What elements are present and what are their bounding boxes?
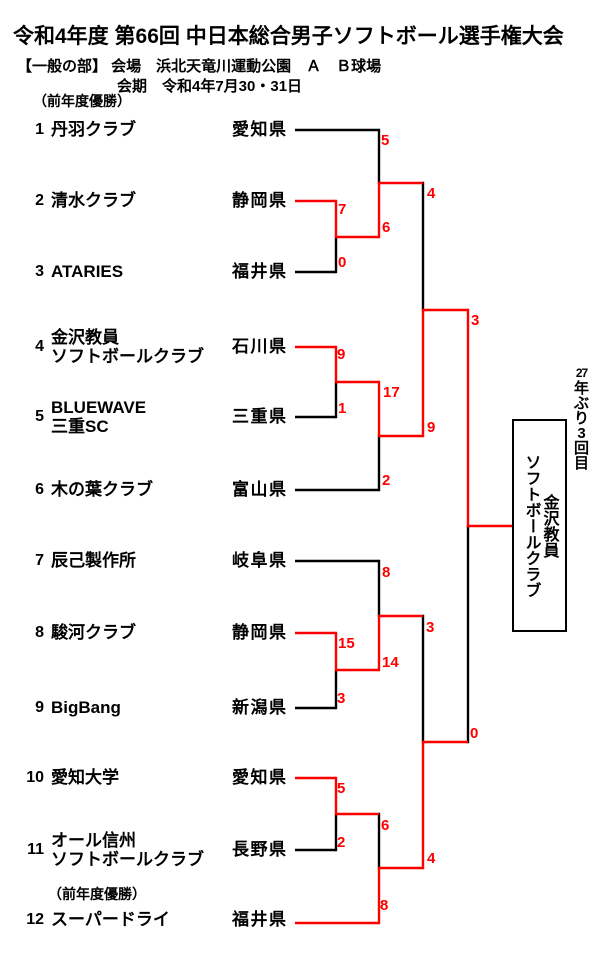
champion-name-line1: 金沢教員 xyxy=(540,493,558,558)
prev-champion-note-top: （前年度優勝） xyxy=(33,93,131,109)
champion-name-line2: ソフトボールクラブ xyxy=(522,453,540,598)
note-char-27: 27 xyxy=(575,366,588,380)
team-3-number: 3 xyxy=(35,263,44,280)
team-4-number: 4 xyxy=(35,338,44,355)
team-1-prefecture: 愛知県 xyxy=(232,120,288,139)
note-char-1: 年 xyxy=(573,380,589,397)
team-3-name: ATARIES xyxy=(51,262,124,281)
team-4-prefecture: 石川県 xyxy=(232,337,288,356)
score-qf4-bottom: 8 xyxy=(380,897,389,914)
score-r1d-bottom: 2 xyxy=(337,834,346,851)
score-qf2-top: 17 xyxy=(383,384,400,401)
team-6-number: 6 xyxy=(35,481,44,498)
score-sf1-top: 4 xyxy=(427,185,436,202)
team-7-number: 7 xyxy=(35,552,44,569)
score-qf1-bottom: 6 xyxy=(382,219,391,236)
team-6-prefecture: 富山県 xyxy=(232,480,288,499)
team-2-name: 清水クラブ xyxy=(51,191,136,210)
score-r1b-top: 9 xyxy=(337,346,346,363)
score-qf2-bottom: 2 xyxy=(382,472,391,489)
note-char-6: 目 xyxy=(573,455,589,472)
team-5-prefecture: 三重県 xyxy=(232,407,288,426)
score-r1b-bottom: 1 xyxy=(338,400,347,417)
note-char-5: 回 xyxy=(573,440,589,457)
score-r1d-top: 5 xyxy=(337,780,346,797)
team-11-name-line1: オール信州 xyxy=(51,831,136,850)
team-10-number: 10 xyxy=(26,769,44,786)
dates-line: 会期 令和4年7月30・31日 xyxy=(117,78,303,95)
score-r1a-top: 7 xyxy=(338,201,347,218)
team-7-name: 辰己製作所 xyxy=(51,551,136,570)
champion-box: 金沢教員 ソフトボールクラブ xyxy=(512,419,567,632)
team-12-name: スーパードライ xyxy=(51,910,170,929)
team-12-prefecture: 福井県 xyxy=(232,910,288,929)
team-5-name-line2: 三重SC xyxy=(51,417,109,436)
team-9-number: 9 xyxy=(35,699,44,716)
score-qf3-bottom: 14 xyxy=(382,654,399,671)
score-r1c-top: 15 xyxy=(338,635,355,652)
team-2-prefecture: 静岡県 xyxy=(232,191,288,210)
score-r1c-bottom: 3 xyxy=(337,690,346,707)
team-10-prefecture: 愛知県 xyxy=(232,768,288,787)
score-qf4-top: 6 xyxy=(381,817,390,834)
team-5-number: 5 xyxy=(35,408,44,425)
team-11-name-line2: ソフトボールクラブ xyxy=(51,850,204,869)
note-char-3: り xyxy=(573,410,589,427)
team-9-name: BigBang xyxy=(51,698,121,717)
score-qf3-top: 8 xyxy=(382,564,391,581)
team-5-name-line1: BLUEWAVE xyxy=(51,398,147,417)
note-char-4: 3 xyxy=(577,425,586,442)
score-final-bottom: 0 xyxy=(470,725,479,742)
champion-title-count-note: 27 年 ぶ り 3 回 目 xyxy=(572,366,591,471)
score-sf2-bottom: 4 xyxy=(427,850,436,867)
team-11-number: 11 xyxy=(27,841,44,858)
division-venue-line: 【一般の部】 会場 浜北天竜川運動公園 Ａ Ｂ球場 xyxy=(17,58,382,75)
team-8-name: 駿河クラブ xyxy=(51,623,136,642)
team-9-prefecture: 新潟県 xyxy=(232,698,288,717)
score-sf1-bottom: 9 xyxy=(427,419,436,436)
champion-name: 金沢教員 ソフトボールクラブ xyxy=(522,424,558,627)
team-3-prefecture: 福井県 xyxy=(232,262,288,281)
team-8-prefecture: 静岡県 xyxy=(232,623,288,642)
team-6-name: 木の葉クラブ xyxy=(51,480,153,499)
team-1-name: 丹羽クラブ xyxy=(51,120,136,139)
team-7-prefecture: 岐阜県 xyxy=(232,551,288,570)
team-4-name-line2: ソフトボールクラブ xyxy=(51,347,204,366)
score-sf2-top: 3 xyxy=(426,619,435,636)
score-r1a-bottom: 0 xyxy=(338,254,347,271)
score-qf1-top: 5 xyxy=(381,132,390,149)
team-2-number: 2 xyxy=(35,192,44,209)
team-8-number: 8 xyxy=(35,624,44,641)
team-4-name-line1: 金沢教員 xyxy=(51,328,119,347)
team-11-prefecture: 長野県 xyxy=(232,840,288,859)
team-12-number: 12 xyxy=(26,911,44,928)
note-char-2: ぶ xyxy=(573,395,589,412)
prev-champion-note-bottom: （前年度優勝） xyxy=(48,886,146,902)
page-title: 令和4年度 第66回 中日本総合男子ソフトボール選手権大会 xyxy=(13,25,564,48)
team-10-name: 愛知大学 xyxy=(51,768,119,787)
score-final-top: 3 xyxy=(471,312,480,329)
team-1-number: 1 xyxy=(35,121,44,138)
